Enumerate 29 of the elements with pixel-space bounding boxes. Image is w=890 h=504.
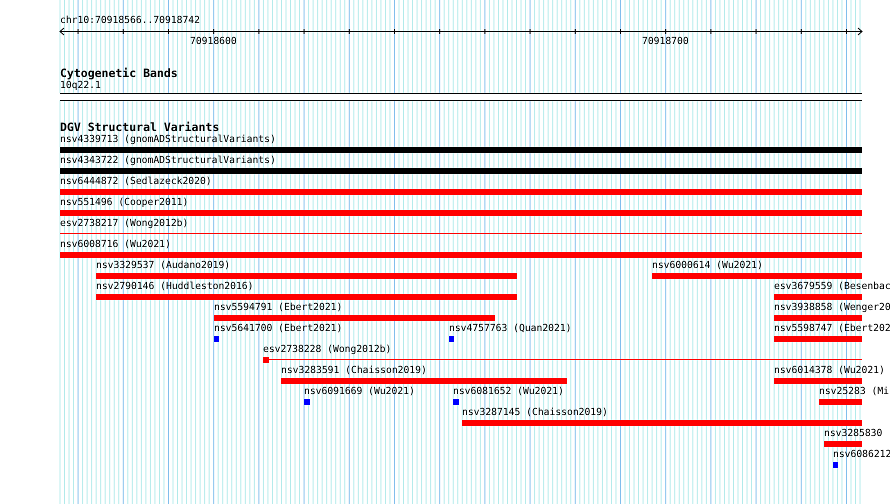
- track-title: DGV Structural Variants: [60, 121, 220, 133]
- feature-label: nsv6444872 (Sedlazeck2020): [60, 176, 212, 188]
- feature-label: esv2738228 (Wong2012b): [263, 344, 392, 356]
- track-title: Cytogenetic Bands: [60, 67, 178, 79]
- feature-label: nsv6000614 (Wu2021): [652, 260, 763, 272]
- feature-label: nsv25283 (Mi: [819, 386, 889, 398]
- feature-label: nsv6091669 (Wu2021): [304, 386, 415, 398]
- feature-label: esv3679559 (Besenbac: [774, 281, 890, 293]
- feature-label: nsv5598747 (Ebert202: [774, 323, 890, 335]
- region-label: chr10:70918566..70918742: [60, 15, 200, 27]
- feature-label: nsv6081652 (Wu2021): [453, 386, 564, 398]
- feature-label: nsv5594791 (Ebert2021): [214, 302, 342, 314]
- feature-label: nsv551496 (Cooper2011): [60, 197, 188, 209]
- feature-label: nsv6014378 (Wu2021): [774, 365, 885, 377]
- feature-label: nsv5641700 (Ebert2021): [214, 323, 342, 335]
- feature-label: nsv3283591 (Chaisson2019): [281, 365, 427, 377]
- feature-label: nsv3938858 (Wenger20: [774, 302, 890, 314]
- feature-label: nsv3285830: [824, 428, 882, 440]
- band-label: 10q22.1: [60, 80, 101, 92]
- feature-label: nsv4343722 (gnomADStructuralVariants): [60, 155, 276, 167]
- position-label: 70918600: [190, 36, 237, 48]
- feature-label: nsv3329537 (Audano2019): [96, 260, 230, 272]
- position-label: 70918700: [642, 36, 689, 48]
- feature-label: nsv4339713 (gnomADStructuralVariants): [60, 134, 276, 146]
- feature-label: nsv6008716 (Wu2021): [60, 239, 171, 251]
- feature-label: esv2738217 (Wong2012b): [60, 218, 188, 230]
- feature-label: nsv2790146 (Huddleston2016): [96, 281, 254, 293]
- feature-label: nsv4757763 (Quan2021): [449, 323, 572, 335]
- feature-label: nsv3287145 (Chaisson2019): [462, 407, 608, 419]
